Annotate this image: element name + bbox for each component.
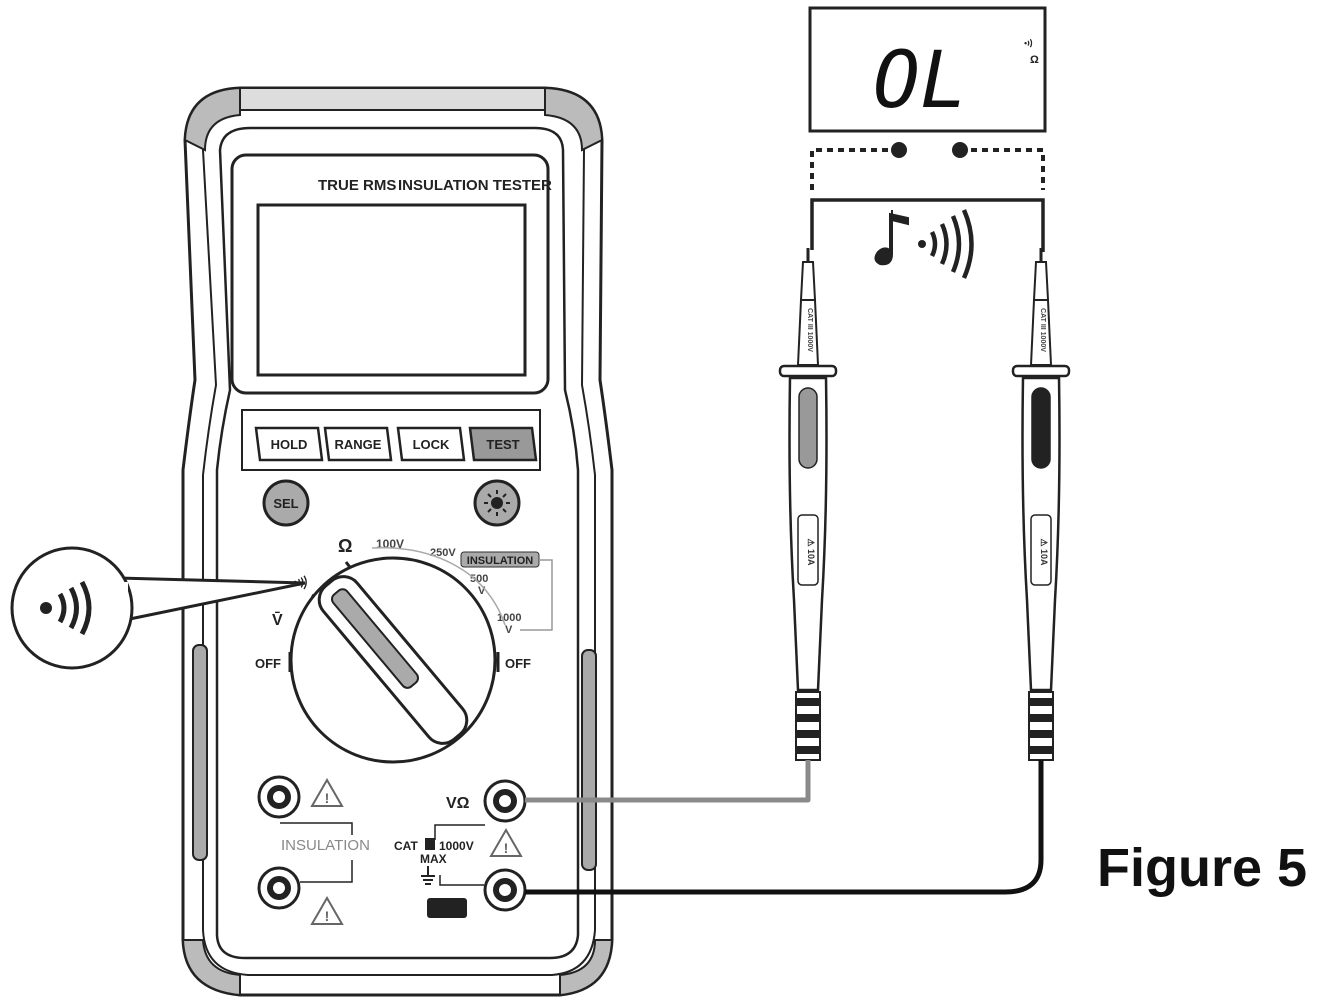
contact-point-right (952, 142, 968, 158)
short-circuit-wire (810, 198, 1045, 252)
cat-voltage: 1000V (439, 839, 474, 853)
dial-voltage-label: V̄ (272, 610, 283, 629)
brand-true-rms: TRUE RMS (318, 177, 396, 194)
red-test-lead (525, 760, 811, 803)
probe-rating: CAT III 1000V (806, 308, 813, 352)
sound-waves-icon (918, 209, 974, 279)
dial-250v-label: 250V (430, 547, 456, 559)
button-test[interactable]: TEST (468, 426, 538, 462)
button-range[interactable]: RANGE (323, 426, 393, 462)
svg-text:!: ! (325, 790, 330, 806)
black-probe[interactable]: CAT III 1000V ⚠ 10A (1011, 248, 1071, 761)
dial-500v-label: 500 (470, 573, 488, 585)
ground-icon (421, 866, 435, 885)
warning-icon: ! (310, 777, 344, 807)
probe-handle-mark: ⚠ 10A (806, 538, 816, 566)
test-circuit (810, 142, 1045, 279)
sel-button[interactable]: SEL (262, 479, 310, 527)
com-jack[interactable] (483, 868, 527, 912)
display-beeper-icon (1024, 38, 1033, 48)
dial-off-right: OFF (505, 656, 531, 671)
dial-ohm-label: Ω (338, 536, 352, 556)
rotary-dial[interactable] (289, 556, 497, 764)
callout-pointer (117, 576, 306, 622)
v-ohm-jack-label: VΩ (446, 795, 470, 812)
button-label: LOCK (413, 437, 450, 452)
top-bumper (239, 87, 546, 111)
display-reading: OL (873, 36, 967, 126)
probe-handle-mark: ⚠ 10A (1039, 538, 1049, 566)
beep-icon (874, 209, 974, 279)
button-label: TEST (486, 437, 519, 452)
svg-text:!: ! (504, 840, 509, 856)
dial-off-left: OFF (255, 656, 281, 671)
button-label: RANGE (335, 437, 382, 452)
black-test-lead (525, 760, 1044, 895)
svg-text:!: ! (325, 908, 330, 924)
insulation-jack-label: INSULATION (281, 837, 370, 854)
corner-bumper-right (544, 86, 604, 152)
display-lcd-frame (808, 6, 1047, 133)
continuity-icon (40, 580, 92, 636)
dial-1000v-unit: V (505, 624, 513, 636)
contact-point-left (891, 142, 907, 158)
probe-rating: CAT III 1000V (1039, 308, 1046, 352)
brand-insulation-tester: INSULATION TESTER (398, 177, 552, 194)
button-hold[interactable]: HOLD (254, 426, 324, 462)
test-probes: CAT III 1000V ⚠ 10A CAT III 1000V ⚠ 10A (778, 248, 1071, 761)
insulation-bracket (520, 559, 553, 631)
display-unit: Ω (1030, 54, 1039, 66)
insulation-bracket-bottom (300, 860, 353, 883)
button-lock[interactable]: LOCK (396, 426, 466, 462)
dial-scale-arc (371, 546, 506, 626)
dotted-link (810, 148, 1045, 190)
jack-bracket-top (434, 824, 485, 840)
music-note-icon (874, 210, 909, 266)
insulation-jack-top[interactable] (257, 775, 301, 819)
display-readout: OL Ω (808, 6, 1047, 133)
max-label: MAX (420, 852, 447, 866)
com-label: COM (432, 901, 462, 916)
v-ohm-jack[interactable] (483, 779, 527, 823)
side-grip-left (192, 644, 208, 861)
warning-icon: ! (489, 827, 523, 857)
button-row: HOLD RANGE LOCK TEST (254, 426, 538, 462)
cat-label: CAT (394, 839, 418, 853)
continuity-callout (10, 546, 306, 670)
meter-lcd (256, 203, 527, 377)
corner-bumper-left (183, 86, 241, 152)
insulation-jack-bottom[interactable] (257, 866, 301, 910)
button-label: HOLD (271, 437, 308, 452)
side-grip-right (581, 649, 597, 871)
cat-rating-block (425, 838, 435, 850)
bottom-bumper-right (559, 939, 614, 997)
insulation-band-label: INSULATION (467, 555, 533, 567)
dial-pointer (330, 588, 420, 689)
backlight-button[interactable] (473, 479, 521, 527)
jack-bracket-bottom (439, 875, 484, 886)
insulation-bracket-top (280, 822, 353, 835)
callout-bubble (10, 546, 134, 670)
lamp-icon (484, 490, 510, 516)
red-probe[interactable]: CAT III 1000V ⚠ 10A (778, 248, 838, 761)
com-badge (427, 898, 467, 918)
multimeter: TRUE RMS INSULATION TESTER HOLD RANGE LOCK… (181, 86, 614, 997)
dial-500v-unit: V (478, 585, 486, 597)
svg-text:SEL: SEL (273, 496, 298, 511)
warning-icon: ! (310, 895, 344, 925)
figure-caption: Figure 5 (1097, 838, 1307, 898)
bottom-bumper-left (181, 939, 241, 997)
